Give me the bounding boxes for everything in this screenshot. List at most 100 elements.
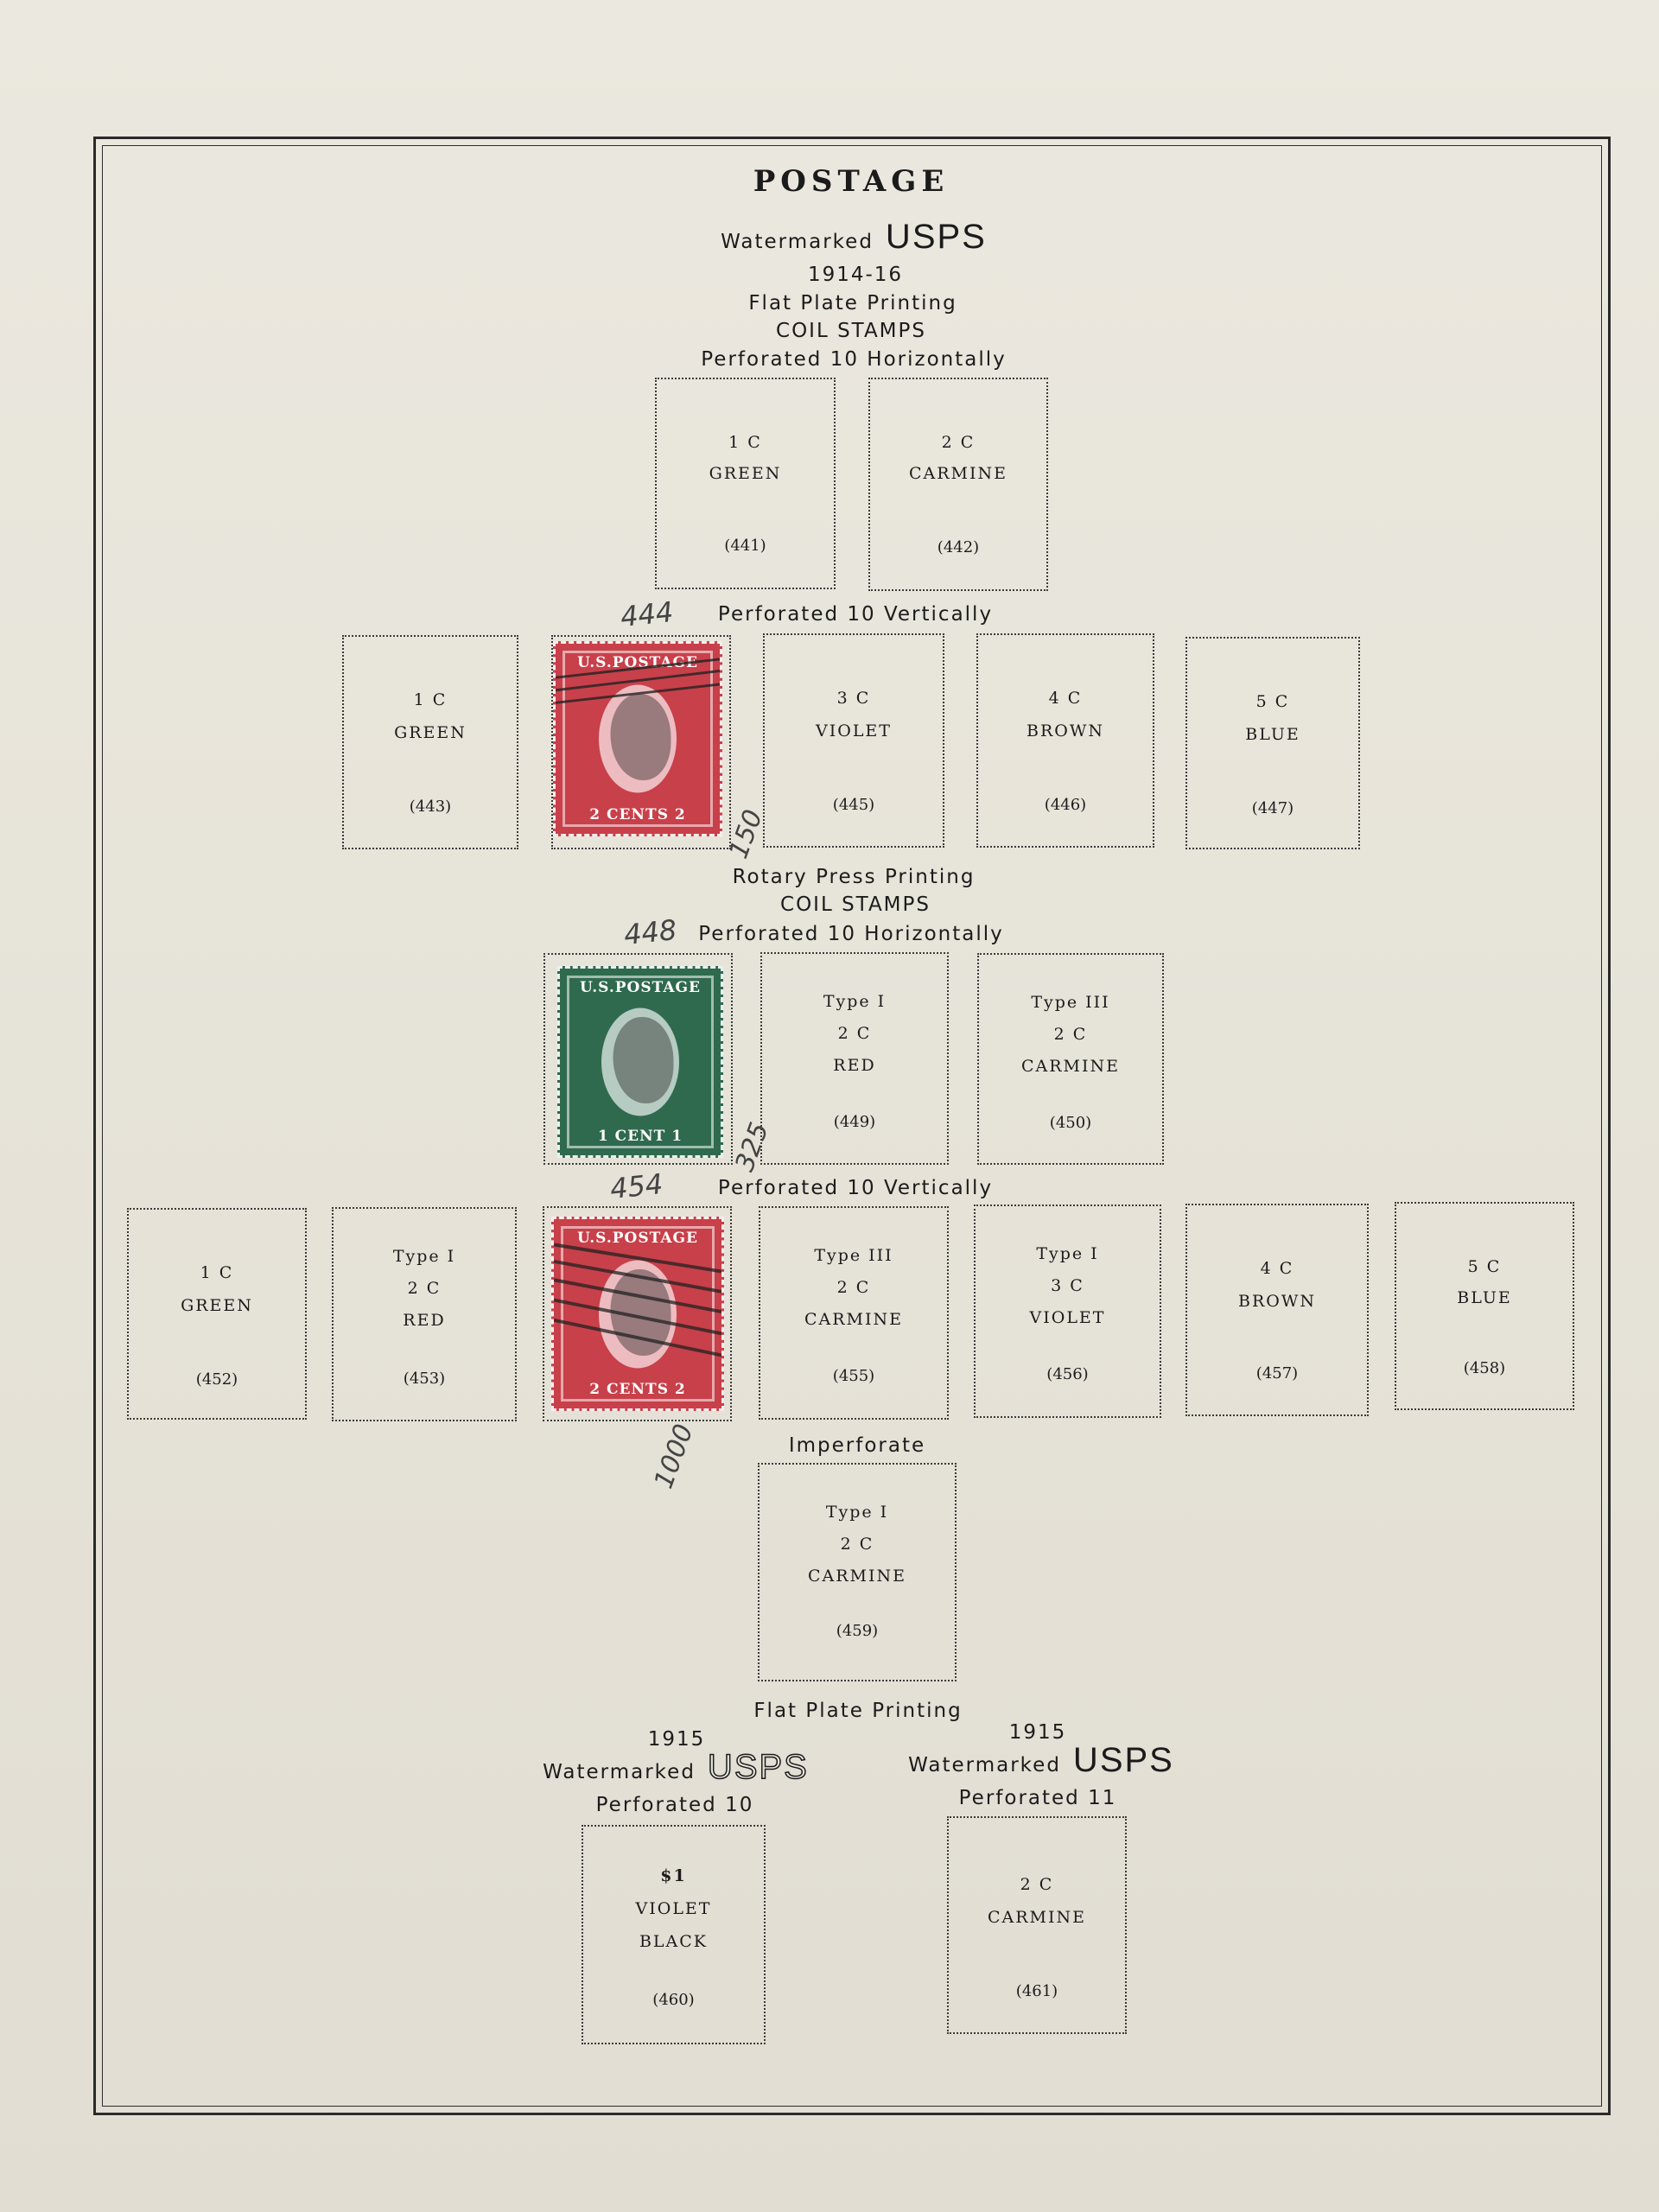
left-year-label: 1915 xyxy=(647,1728,706,1751)
denomination: 4 C xyxy=(1260,1259,1294,1278)
catalog-number: (445) xyxy=(832,796,875,814)
handwritten-444: 444 xyxy=(619,594,675,634)
stamp-space-442[interactable]: 2 C CARMINE (442) xyxy=(868,378,1048,591)
years-label: 1914-16 xyxy=(807,264,904,286)
catalog-number: (442) xyxy=(937,538,980,556)
denomination: 3 C xyxy=(1051,1276,1084,1295)
color-label: VIOLET xyxy=(816,721,892,741)
stamp-space-456[interactable]: Type I 3 C VIOLET (456) xyxy=(974,1205,1161,1418)
stamp-space-457[interactable]: 4 C BROWN (457) xyxy=(1185,1204,1369,1416)
stamp-454-red[interactable]: U.S.POSTAGE 2 CENTS 2 xyxy=(551,1217,724,1411)
color-label: CARMINE xyxy=(804,1310,904,1329)
color-label: VIOLET xyxy=(635,1899,712,1918)
stamp-space-461[interactable]: 2 C CARMINE (461) xyxy=(947,1816,1127,2034)
stamp-mount-444[interactable] xyxy=(551,635,731,849)
left-watermarked-label: Watermarked xyxy=(543,1761,696,1783)
color-label: BLUE xyxy=(1457,1288,1512,1307)
stamp-space-443[interactable]: 1 C GREEN (443) xyxy=(342,635,518,849)
color-label: GREEN xyxy=(394,723,467,742)
postmark-cancel-lines xyxy=(556,658,720,704)
catalog-number: (453) xyxy=(403,1370,446,1388)
stamp-space-455[interactable]: Type III 2 C CARMINE (455) xyxy=(759,1206,949,1420)
denomination: 2 C xyxy=(1053,1025,1088,1044)
left-usps-watermark: USPS xyxy=(707,1747,809,1787)
stamp-mount-454[interactable] xyxy=(543,1206,732,1421)
coil-stamps-label: COIL STAMPS xyxy=(776,320,926,342)
stamp-space-445[interactable]: 3 C VIOLET (445) xyxy=(763,633,944,848)
handwritten-448: 448 xyxy=(622,912,678,952)
catalog-number: (452) xyxy=(195,1370,238,1389)
right-year-label: 1915 xyxy=(1008,1721,1067,1744)
color-label: GREEN xyxy=(181,1296,253,1315)
stamp-448-green[interactable]: U.S.POSTAGE 1 CENT 1 xyxy=(557,966,723,1158)
stamp-bottom-label: 2 CENTS 2 xyxy=(589,806,686,823)
denomination: 3 C xyxy=(836,689,871,708)
denomination: 5 C xyxy=(1467,1257,1502,1276)
stamp-space-450[interactable]: Type III 2 C CARMINE (450) xyxy=(977,953,1164,1165)
stamp-space-446[interactable]: 4 C BROWN (446) xyxy=(976,633,1154,848)
stamp-space-441[interactable]: 1 C GREEN (441) xyxy=(655,378,836,589)
right-perf-label: Perforated 11 xyxy=(958,1787,1117,1809)
color-label: CARMINE xyxy=(987,1908,1087,1927)
catalog-number: (457) xyxy=(1255,1364,1299,1382)
catalog-number: (455) xyxy=(832,1367,875,1385)
stamp-space-449[interactable]: Type I 2 C RED (449) xyxy=(760,952,949,1165)
catalog-number: (450) xyxy=(1049,1114,1092,1132)
stamp-space-458[interactable]: 5 C BLUE (458) xyxy=(1395,1202,1574,1410)
catalog-number: (460) xyxy=(652,1991,695,2009)
perf-horizontal-label: Perforated 10 Horizontally xyxy=(701,348,1007,371)
color-label: VIOLET xyxy=(1029,1308,1106,1327)
postmark-cancel-lines xyxy=(554,1243,721,1357)
color-label: RED xyxy=(403,1311,446,1330)
imperforate-label: Imperforate xyxy=(788,1434,926,1457)
stamp-top-label: U.S.POSTAGE xyxy=(576,654,699,671)
color-label: BROWN xyxy=(1027,721,1104,741)
stamp-bottom-label: 2 CENTS 2 xyxy=(589,1381,686,1398)
perf-vertical-label: Perforated 10 Vertically xyxy=(717,603,994,626)
denomination: 1 C xyxy=(728,433,762,452)
catalog-number: (461) xyxy=(1015,1982,1058,2000)
stamp-top-label: U.S.POSTAGE xyxy=(576,1230,699,1247)
stamp-space-453[interactable]: Type I 2 C RED (453) xyxy=(332,1207,517,1421)
catalog-number: (446) xyxy=(1044,796,1087,814)
page-title: POSTAGE xyxy=(753,164,950,199)
stamp-bottom-label: 1 CENT 1 xyxy=(597,1128,683,1145)
catalog-number: (449) xyxy=(833,1113,876,1131)
denomination: 1 C xyxy=(200,1263,234,1282)
right-usps-watermark: USPS xyxy=(1072,1741,1174,1779)
color-label: GREEN xyxy=(709,464,782,483)
rotary-perf-vertical-label: Perforated 10 Vertically xyxy=(717,1177,994,1199)
catalog-number: (447) xyxy=(1251,799,1294,817)
denomination: 2 C xyxy=(837,1024,872,1043)
portrait-oval xyxy=(599,684,677,793)
denomination: 2 C xyxy=(407,1279,442,1298)
denomination: 2 C xyxy=(941,433,976,452)
stamp-top-label: U.S.POSTAGE xyxy=(579,979,702,996)
stamp-space-460[interactable]: $1 VIOLET BLACK (460) xyxy=(582,1825,766,2044)
flat-1915-printing-label: Flat Plate Printing xyxy=(753,1700,963,1722)
denomination: 2 C xyxy=(836,1278,871,1297)
stamp-mount-448[interactable] xyxy=(543,953,733,1165)
stamp-space-459[interactable]: Type I 2 C CARMINE (459) xyxy=(758,1463,957,1681)
denomination: 5 C xyxy=(1255,692,1290,711)
color-label: CARMINE xyxy=(908,464,1008,483)
type-label: Type I xyxy=(1036,1244,1099,1263)
stamp-space-447[interactable]: 5 C BLUE (447) xyxy=(1185,637,1360,849)
catalog-number: (443) xyxy=(409,798,452,816)
washington-portrait xyxy=(610,694,671,780)
type-label: Type III xyxy=(1031,993,1110,1012)
portrait-oval xyxy=(601,1007,679,1116)
stamp-space-452[interactable]: 1 C GREEN (452) xyxy=(127,1208,307,1420)
usps-watermark: USPS xyxy=(885,218,987,256)
color-label: RED xyxy=(833,1056,876,1075)
color-label: BROWN xyxy=(1238,1292,1316,1311)
rotary-perf-horizontal-label: Perforated 10 Horizontally xyxy=(698,923,1004,945)
printing-label: Flat Plate Printing xyxy=(748,292,957,315)
page-frame-inner xyxy=(102,145,1602,2107)
type-label: Type I xyxy=(825,1503,889,1522)
denomination: 1 C xyxy=(413,690,448,709)
catalog-number: (441) xyxy=(724,537,766,555)
stamp-444-red[interactable]: U.S.POSTAGE 2 CENTS 2 xyxy=(553,641,722,836)
